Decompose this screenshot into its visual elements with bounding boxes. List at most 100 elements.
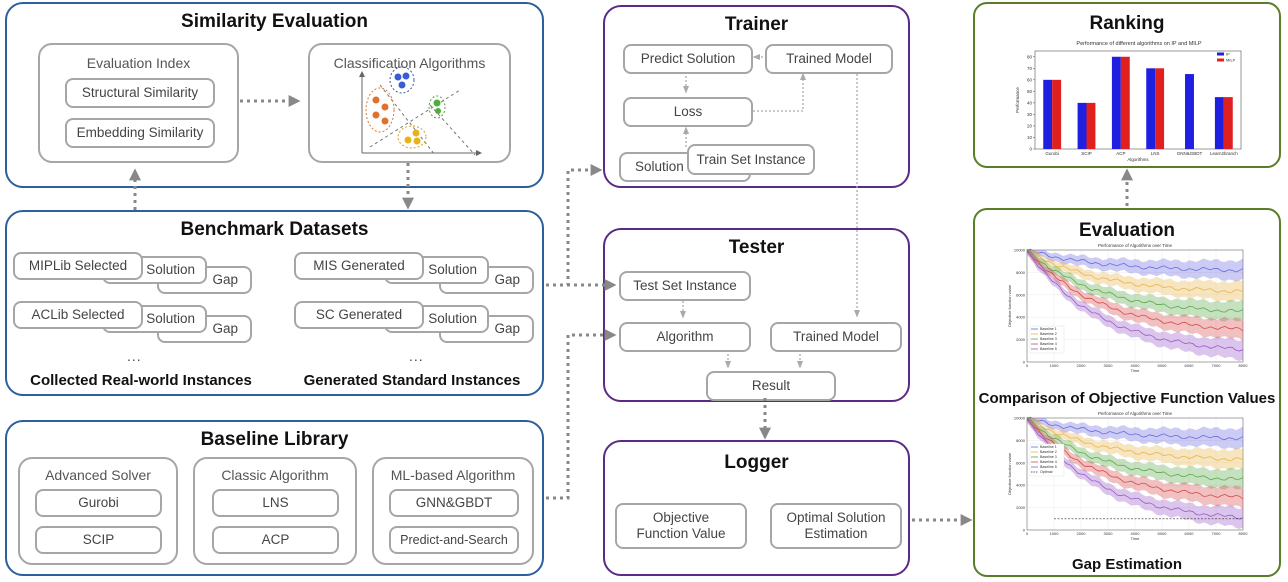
bar-ip-3 — [1146, 68, 1156, 149]
classification-algorithms-title: Classification Algorithms — [333, 55, 486, 71]
line-xtick-label: 2000 — [1077, 363, 1087, 368]
tester-title: Tester — [728, 237, 785, 258]
bar-ytick-label: 50 — [1027, 89, 1033, 94]
line-ytick-label: 8000 — [1016, 270, 1026, 275]
line-legend-label: Baseline 1 — [1040, 327, 1057, 331]
generated-ellipsis: ... — [409, 348, 424, 364]
line-legend-label: Optimal — [1040, 470, 1053, 474]
line-legend-label: Baseline 3 — [1040, 337, 1057, 341]
line-ytick-label: 4000 — [1016, 315, 1026, 320]
line-band-2 — [1027, 418, 1243, 471]
line-legend-label: Baseline 5 — [1040, 347, 1057, 351]
trainer-panel: Trainer Predict Solution Trained Model L… — [603, 5, 910, 188]
bar-ytick-label: 30 — [1027, 112, 1033, 117]
line-chart-xlabel: Time — [1131, 368, 1141, 373]
evaluation-index-group: Evaluation Index Structural Similarity E… — [38, 43, 239, 163]
predict-solution-box: Predict Solution — [623, 44, 753, 74]
line-ytick-label: 0 — [1023, 528, 1026, 533]
line-xtick-label: 0 — [1026, 531, 1029, 536]
line-xtick-label: 8000 — [1239, 531, 1249, 536]
line-ytick-label: 2000 — [1016, 337, 1026, 342]
advanced-solver-group: Advanced Solver Gurobi SCIP — [18, 457, 178, 565]
predict-and-search-box: Predict-and-Search — [389, 526, 519, 554]
bar-milp-2 — [1120, 56, 1130, 149]
trainer-trained-model-box: Trained Model — [765, 44, 893, 74]
bar-category-label: Gurobi — [1045, 151, 1059, 156]
bar-chart-ylabel: Performance — [1015, 87, 1020, 113]
gnn-gbdt-box: GNN&GBDT — [389, 489, 519, 517]
line-xtick-label: 1000 — [1050, 531, 1060, 536]
bar-legend-label: MILP — [1226, 58, 1236, 63]
line-ytick-label: 4000 — [1016, 483, 1026, 488]
result-box: Result — [706, 371, 836, 401]
classic-algorithm-group: Classic Algorithm LNS ACP — [193, 457, 357, 565]
similarity-evaluation-title: Similarity Evaluation — [181, 11, 368, 32]
line-xtick-label: 4000 — [1131, 531, 1141, 536]
line-xtick-label: 6000 — [1185, 531, 1195, 536]
line-band-2 — [1027, 250, 1243, 303]
line-legend-label: Baseline 4 — [1040, 342, 1057, 346]
bar-chart-frame — [1034, 50, 1242, 150]
line-xtick-label: 7000 — [1212, 531, 1222, 536]
aclib-selected-box: ACLib Selected — [13, 301, 143, 329]
line-legend-label: Baseline 4 — [1040, 460, 1057, 464]
trainer-title: Trainer — [724, 14, 789, 35]
tester-trained-model-box: Trained Model — [770, 322, 902, 352]
line-ytick-label: 0 — [1023, 360, 1026, 365]
gap-estimation-caption: Gap Estimation — [1071, 556, 1183, 573]
line-xtick-label: 5000 — [1158, 363, 1168, 368]
bar-ip-1 — [1077, 102, 1087, 149]
train-set-instance-box: Train Set Instance — [687, 144, 815, 175]
line-series-3 — [1026, 249, 1244, 313]
classification-algorithms-group: Classification Algorithms — [308, 43, 511, 163]
bar-ytick-label: 10 — [1027, 135, 1033, 140]
line-chart-xlabel: Time — [1131, 536, 1141, 541]
bar-milp-5 — [1223, 97, 1233, 149]
line-ytick-label: 6000 — [1016, 292, 1026, 297]
line-chart-ylabel: Objective function value — [1007, 284, 1012, 327]
ml-algorithm-group: ML-based Algorithm GNN&GBDT Predict-and-… — [372, 457, 534, 565]
test-set-instance-box: Test Set Instance — [619, 271, 751, 301]
bar-ytick-label: 70 — [1027, 66, 1033, 71]
embedding-similarity-box: Embedding Similarity — [65, 118, 215, 148]
line-xtick-label: 3000 — [1104, 363, 1114, 368]
line-band-4 — [1027, 250, 1243, 342]
evaluation-panel: Evaluation Performance of Algorithms ove… — [973, 208, 1281, 577]
sc-generated-box: SC Generated — [294, 301, 424, 329]
line-series-2 — [1026, 248, 1244, 294]
line-band-5 — [1027, 418, 1243, 530]
advanced-solver-title: Advanced Solver — [45, 467, 151, 483]
bar-legend-label: IP — [1226, 52, 1230, 57]
arrow-benchmark-to-trainer — [546, 164, 603, 287]
structural-similarity-box: Structural Similarity — [65, 78, 215, 108]
tester-panel: Tester Test Set Instance Algorithm Train… — [603, 228, 910, 402]
line-ytick-label: 10000 — [1014, 416, 1026, 421]
real-world-ellipsis: ... — [127, 348, 142, 364]
mis-generated-box: MIS Generated — [294, 252, 424, 280]
ranking-bar-chart: Performance of different algorithms on I… — [1015, 41, 1242, 162]
line-series-2 — [1026, 416, 1244, 462]
baseline-library-panel: Baseline Library Advanced Solver Gurobi … — [5, 420, 544, 576]
classification-scatter-illustration — [359, 66, 482, 156]
bar-chart-title: Performance of different algorithms on I… — [1076, 41, 1201, 47]
ranking-title: Ranking — [1089, 13, 1165, 34]
acp-box: ACP — [212, 526, 339, 554]
line-legend-label: Baseline 5 — [1040, 465, 1057, 469]
objective-comparison-chart: Performance of Algorithms over Time02000… — [1007, 243, 1248, 373]
bar-category-label: ACP — [1116, 151, 1125, 156]
bar-ytick-label: 40 — [1027, 100, 1033, 105]
bar-category-label: LNS — [1151, 151, 1160, 156]
bar-category-label: GNN&GBDT — [1177, 151, 1203, 156]
line-band-3 — [1027, 418, 1243, 490]
similarity-evaluation-panel: Similarity Evaluation Evaluation Index S… — [5, 2, 544, 188]
bar-ip-5 — [1214, 97, 1224, 149]
bar-ytick-label: 60 — [1027, 77, 1033, 82]
line-chart-frame — [1026, 249, 1244, 363]
logger-panel: Logger Objective Function Value Optimal … — [603, 440, 910, 576]
line-legend-box — [1029, 443, 1065, 477]
line-series-1 — [1026, 416, 1244, 441]
line-series-1 — [1026, 248, 1244, 273]
line-legend-label: Baseline 2 — [1040, 450, 1057, 454]
line-xtick-label: 5000 — [1158, 531, 1168, 536]
line-ytick-label: 6000 — [1016, 460, 1026, 465]
